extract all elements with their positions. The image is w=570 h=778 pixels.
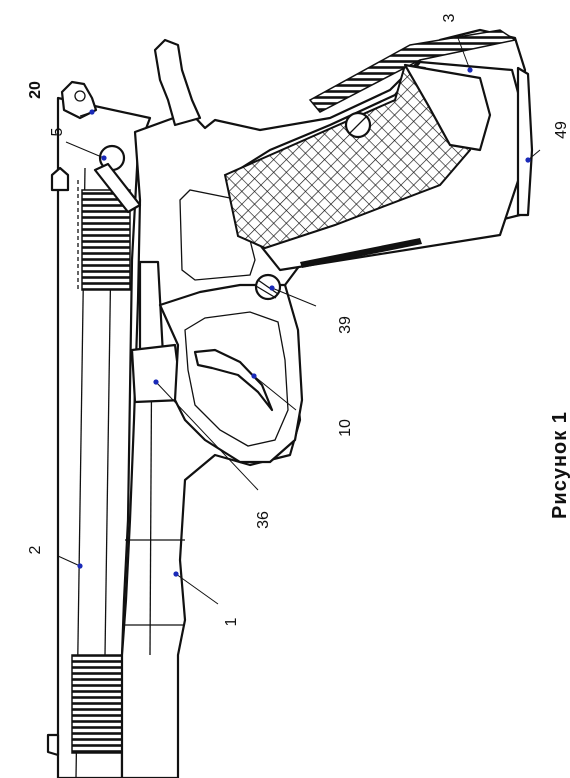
callout-labels: 20 5 3 49 39 10 36 2 1 (27, 13, 570, 626)
callout-dot-10 (251, 373, 257, 379)
callout-20: 20 (27, 81, 44, 99)
rear-sight (50, 166, 70, 192)
front-sight (46, 733, 60, 757)
callout-dot-49 (525, 157, 531, 163)
callout-39: 39 (337, 316, 354, 334)
part-20 (60, 80, 98, 120)
callout-10: 10 (337, 419, 354, 437)
grip-checkering (223, 63, 480, 250)
callout-dot-36 (153, 379, 159, 385)
hammer (153, 38, 202, 127)
callout-dot-20 (89, 109, 95, 115)
callout-5: 5 (49, 127, 66, 136)
magazine-base-49 (516, 66, 534, 217)
takedown-lever (138, 260, 165, 357)
magazine-3 (403, 63, 492, 152)
callout-leaders (57, 37, 541, 605)
backstrap-serrations (308, 29, 517, 113)
callout-1: 1 (223, 617, 240, 626)
slide (46, 96, 152, 778)
callout-2: 2 (27, 545, 44, 554)
callout-dot-39 (269, 285, 275, 291)
callout-dot-3 (467, 67, 473, 73)
callout-49: 49 (553, 121, 570, 139)
callout-3: 3 (441, 13, 458, 22)
front-serrations (71, 654, 125, 754)
frame-stripe (300, 238, 422, 268)
trigger-10 (193, 348, 274, 412)
callout-36: 36 (255, 511, 272, 529)
callout-dot-2 (77, 563, 83, 569)
callout-dot-1 (173, 571, 179, 577)
callout-dot-5 (101, 155, 107, 161)
rear-serrations (81, 189, 131, 291)
figure-caption: Рисунок 1 (549, 411, 570, 519)
